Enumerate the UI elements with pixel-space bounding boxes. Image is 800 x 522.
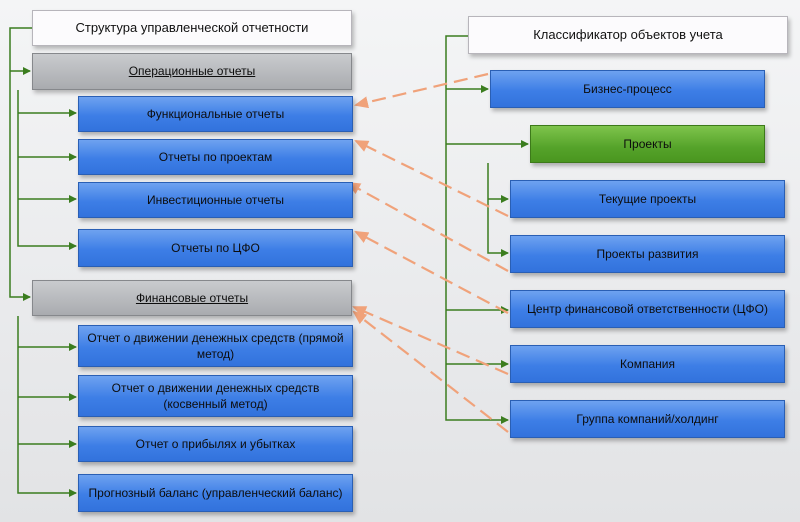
object-development-projects[interactable]: Проекты развития xyxy=(510,235,785,273)
object-business-process[interactable]: Бизнес-процесс xyxy=(490,70,765,108)
object-company[interactable]: Компания xyxy=(510,345,785,383)
category-operational-reports[interactable]: Операционные отчеты xyxy=(32,53,352,90)
report-cashflow-direct[interactable]: Отчет о движении денежных средств (прямо… xyxy=(78,325,353,367)
report-investment[interactable]: Инвестиционные отчеты xyxy=(78,182,353,218)
category-financial-reports[interactable]: Финансовые отчеты xyxy=(32,280,352,316)
object-projects[interactable]: Проекты xyxy=(530,125,765,163)
report-functional[interactable]: Функциональные отчеты xyxy=(78,96,353,132)
mapping-arrows xyxy=(346,72,509,433)
left-title: Структура управленческой отчетности xyxy=(32,10,352,46)
report-cfo[interactable]: Отчеты по ЦФО xyxy=(78,229,353,267)
object-cfo[interactable]: Центр финансовой ответственности (ЦФО) xyxy=(510,290,785,328)
report-forecast-balance[interactable]: Прогнозный баланс (управленческий баланс… xyxy=(78,474,353,512)
object-current-projects[interactable]: Текущие проекты xyxy=(510,180,785,218)
object-group-holding[interactable]: Группа компаний/холдинг xyxy=(510,400,785,438)
right-title: Классификатор объектов учета xyxy=(468,16,788,54)
report-projects[interactable]: Отчеты по проектам xyxy=(78,139,353,175)
left-tree-lines xyxy=(9,27,77,497)
report-profit-loss[interactable]: Отчет о прибылях и убытках xyxy=(78,426,353,462)
report-cashflow-indirect[interactable]: Отчет о движении денежных средств (косве… xyxy=(78,375,353,417)
